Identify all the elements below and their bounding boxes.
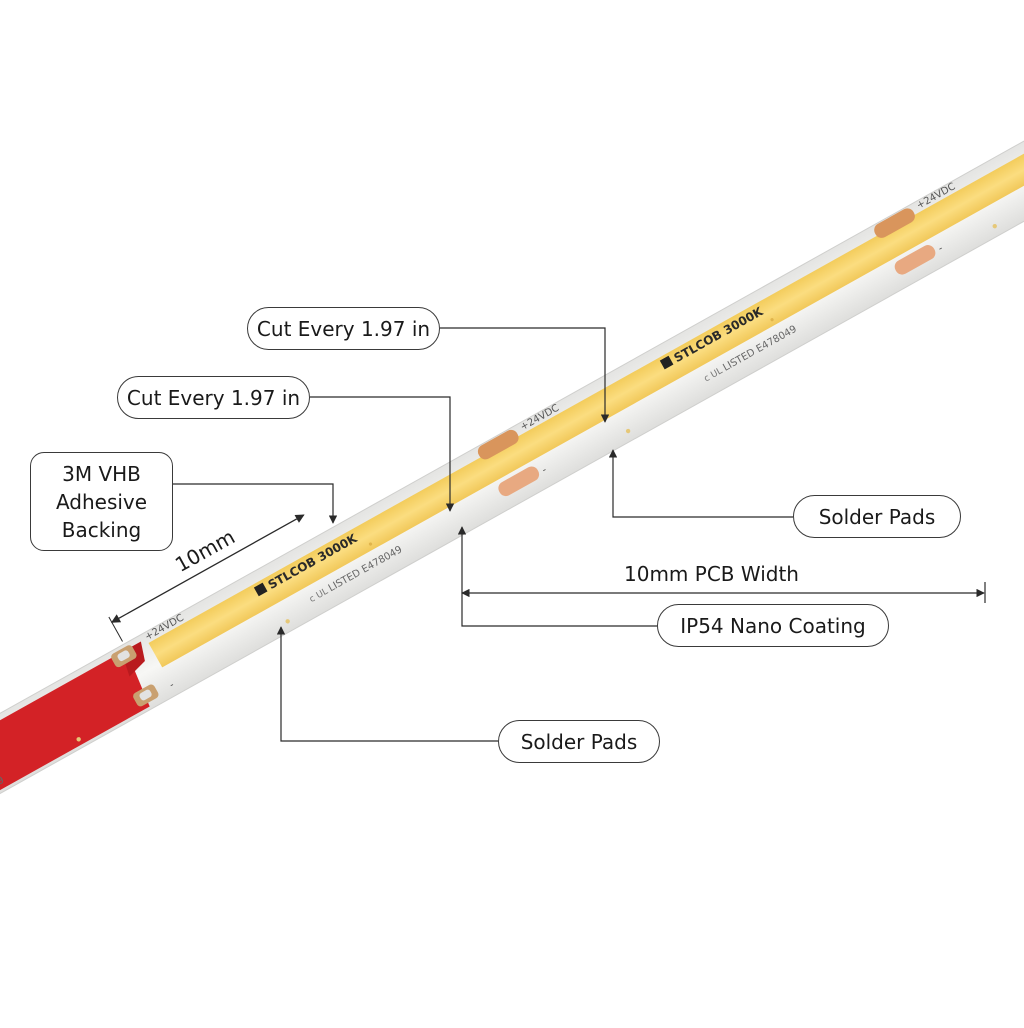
callout-text: Cut Every 1.97 in [256, 316, 431, 341]
adhesive-liner [0, 649, 150, 799]
leader-cut-lower [310, 396, 455, 512]
leader-adhesive [173, 483, 338, 524]
solder-joint [139, 689, 152, 701]
adhesive-backing-callout: 3M VHB Adhesive Backing [30, 452, 173, 551]
callout-text: Solder Pads [818, 504, 936, 529]
callout-text: Adhesive [55, 489, 148, 514]
led-strip: +24VDC +24VDC +24VDC - - - STLCOB 3000K … [0, 104, 1024, 802]
leader-cut-upper [440, 327, 610, 423]
cut-interval-callout: Cut Every 1.97 in [247, 307, 440, 350]
solder-pads-callout: Solder Pads [793, 495, 961, 538]
leader-solder-bottom [276, 626, 498, 742]
cob-led-phosphor [148, 106, 1024, 668]
dimension-tick [108, 616, 123, 642]
solder-pad [498, 466, 540, 497]
callout-text: 3M VHB [62, 461, 141, 486]
callout-text: Cut Every 1.97 in [126, 385, 301, 410]
leader-solder-right [608, 449, 793, 518]
solder-pad [477, 429, 519, 460]
minus-mark: - [168, 680, 177, 692]
ip54-coating-callout: IP54 Nano Coating [657, 604, 889, 647]
leader-ip54 [457, 526, 657, 627]
solder-pad [894, 245, 936, 275]
cut-interval-callout: Cut Every 1.97 in [117, 376, 310, 419]
brand-logo [659, 355, 674, 370]
solder-pad [874, 208, 915, 238]
minus-mark: - [540, 464, 549, 476]
listing-print: 49 [0, 775, 6, 791]
callout-text: Solder Pads [520, 729, 638, 754]
strip-width-label: 10mm [171, 525, 239, 577]
callout-text: IP54 Nano Coating [680, 613, 866, 638]
leader-lines [173, 327, 986, 742]
solder-joint [117, 650, 130, 662]
pcb-width-label: 10mm PCB Width [624, 562, 799, 586]
callout-text: Backing [61, 517, 142, 542]
strip-width-dimension-line [110, 514, 305, 623]
minus-mark: - [937, 243, 946, 255]
solder-pads-callout: Solder Pads [498, 720, 660, 763]
